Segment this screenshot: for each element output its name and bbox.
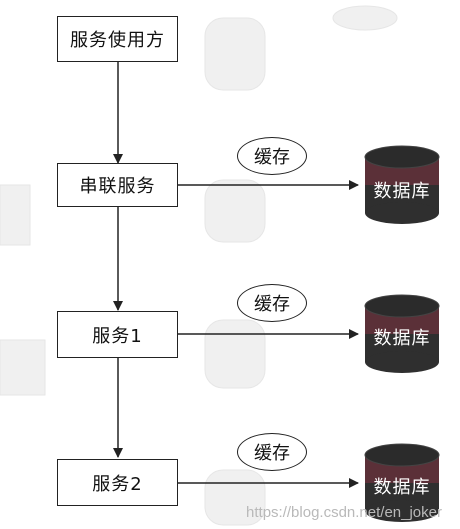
database-cylinder-2 [364,294,440,373]
database-label-3: 数据库 [373,477,431,498]
node-service-2: 服务2 [57,459,178,506]
ghost-cylinder-2 [204,179,266,243]
node-serial-service: 串联服务 [57,163,178,207]
database-cylinder-3 [364,443,440,522]
node-service-1: 服务1 [57,311,178,358]
node-service-1-label: 服务1 [92,325,143,347]
node-service-consumer-label: 服务使用方 [70,30,165,51]
ghost-box-left-2 [0,339,46,396]
node-serial-service-label: 串联服务 [79,176,156,197]
ghost-cylinder-3 [204,319,266,389]
ghost-box-left-1 [0,184,31,246]
cache-ellipse-2: 缓存 [237,284,307,322]
cache-label-2: 缓存 [254,294,290,315]
node-service-2-label: 服务2 [92,473,143,495]
cache-label-3: 缓存 [254,443,290,464]
cache-label-1: 缓存 [254,147,290,168]
watermark-text: https://blog.csdn.net/en_joker [246,504,442,521]
database-label-2: 数据库 [373,328,431,349]
ghost-ellipse-top [332,5,398,31]
cache-ellipse-1: 缓存 [237,137,307,175]
node-service-consumer: 服务使用方 [57,16,178,62]
ghost-cylinder-1 [204,17,266,91]
cache-ellipse-3: 缓存 [237,433,307,471]
database-label-1: 数据库 [373,181,431,202]
database-cylinder-1 [364,145,440,224]
